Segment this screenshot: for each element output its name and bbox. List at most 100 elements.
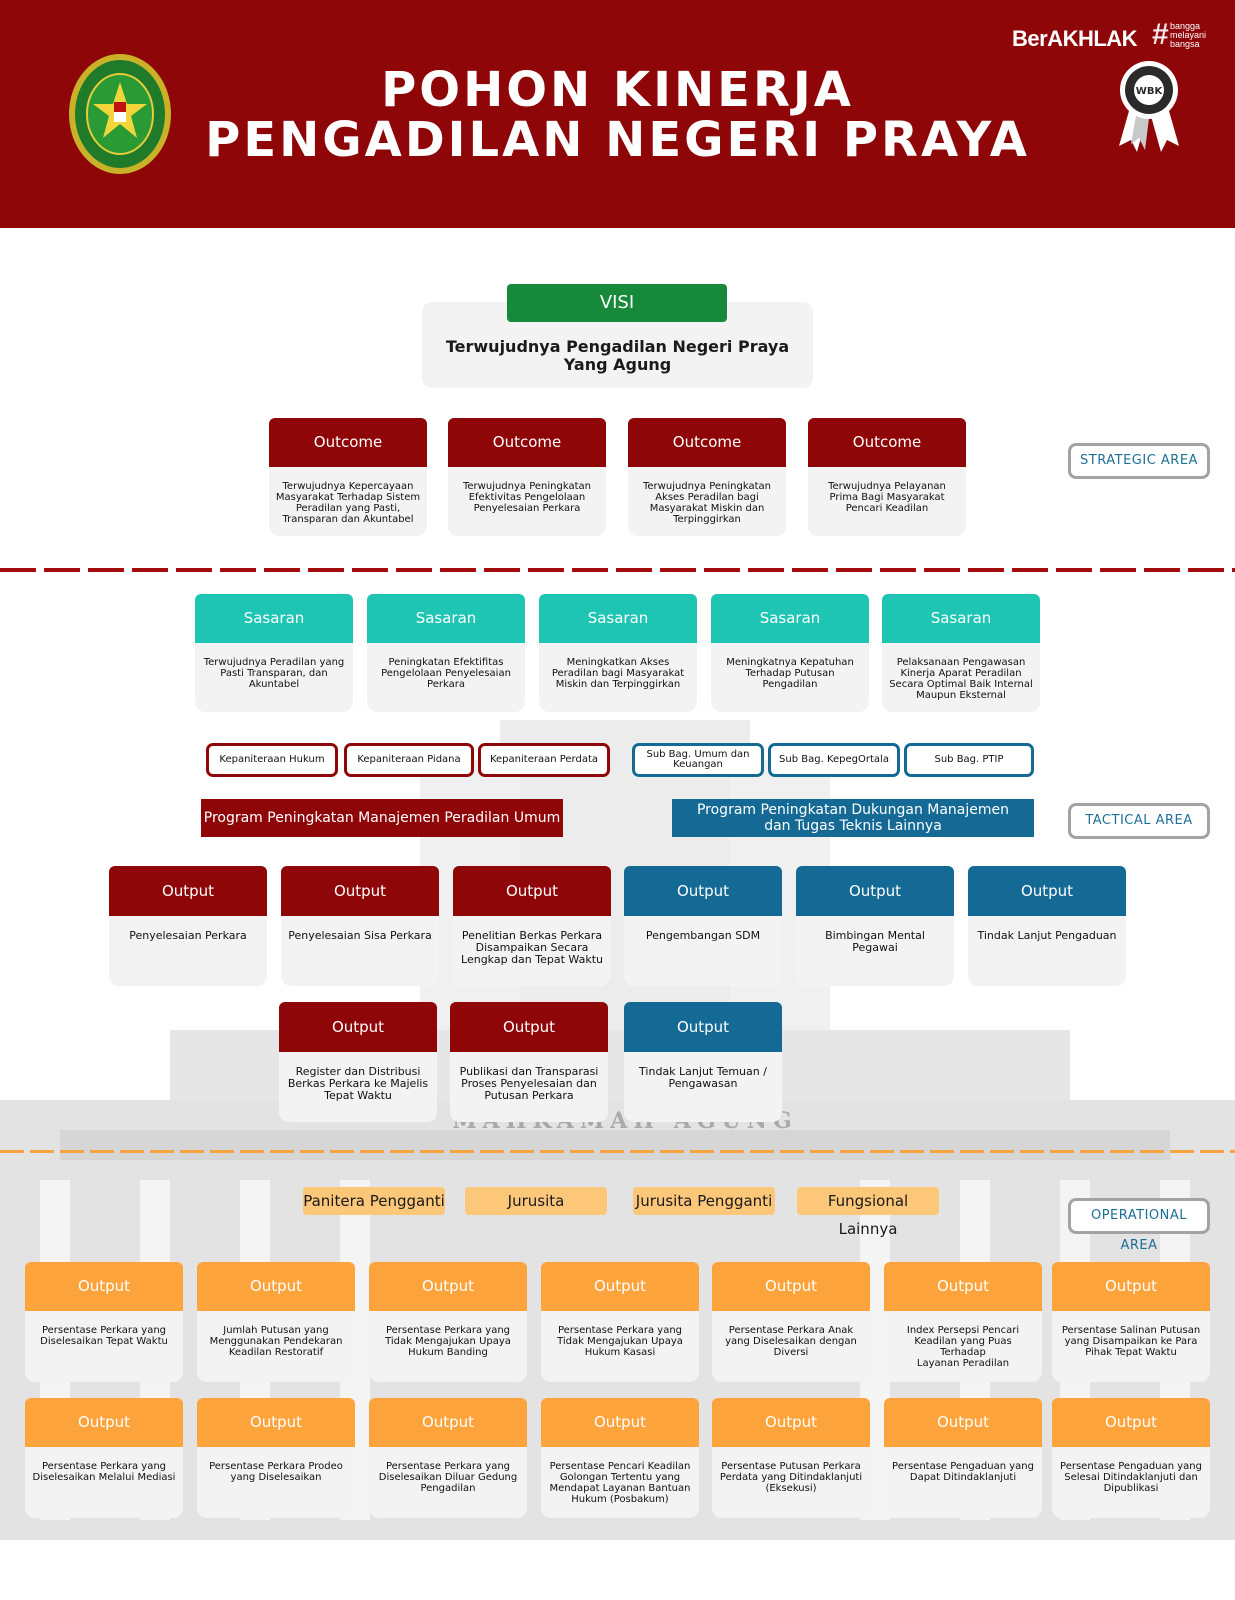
card-text-line: Keadilan Restoratif — [228, 1347, 324, 1358]
card-text-line: Kepaniteraan Perdata — [489, 754, 599, 765]
sasaran-heading: Sasaran — [195, 594, 353, 643]
tactical-area-label: TACTICAL AREA — [1068, 803, 1210, 839]
card-text-line: Persentase Perkara yang — [41, 1325, 167, 1336]
card-text-line: Berkas Perkara ke Majelis — [287, 1077, 429, 1090]
card-text-line: Diselesaikan Tepat Waktu — [40, 1336, 168, 1347]
brand-side-line: melayani — [1170, 30, 1207, 40]
tactical-output-heading: Output — [279, 1002, 437, 1052]
unit-badge-text: Kepaniteraan Perdata — [490, 755, 598, 765]
card-text-line: Menggunakan Pendekaran — [209, 1336, 343, 1347]
operational-output-heading: Output — [25, 1398, 183, 1447]
card-text-line: Meningkatnya Kepatuhan — [726, 657, 854, 668]
unit-badge-text: Kepaniteraan Pidana — [357, 755, 460, 765]
card-text-line: Golongan Tertentu yang — [559, 1472, 681, 1483]
sasaran-heading: Sasaran — [882, 594, 1040, 643]
card-text-line: Hukum Kasasi — [584, 1347, 656, 1358]
card-text-line: Sub Bag. PTIP — [934, 754, 1004, 765]
card-text-line: yang Disampaikan ke Para — [1064, 1336, 1198, 1347]
card-text-line: Pelaksanaan Pengawasan — [896, 657, 1026, 668]
card-text-line: Index Persepsi Pencari — [906, 1325, 1020, 1336]
card-text-line: Terwujudnya Peningkatan — [643, 481, 771, 492]
operational-output-heading: Output — [1052, 1398, 1210, 1447]
card-text-line: Selesai Ditindaklanjuti dan — [1064, 1472, 1198, 1483]
role-label: Jurusita Pengganti — [633, 1187, 775, 1215]
tactical-output-heading: Output — [624, 866, 782, 916]
wbk-badge-icon: WBK — [1119, 61, 1179, 152]
card-text-line: Lengkap dan Tepat Waktu — [461, 953, 603, 966]
outcome-heading: Outcome — [448, 418, 606, 467]
card-text-line: Terwujudnya Peradilan yang — [203, 657, 345, 668]
card-text-line: Peningkatan Efektifitas — [388, 657, 504, 668]
card-text-line: Pengembangan SDM — [645, 929, 761, 942]
tactical-output-description: Tindak Lanjut Pengaduan — [974, 930, 1120, 942]
page-title-line1: POHON KINERJA — [381, 62, 854, 118]
card-text-line: Pegawai — [852, 941, 898, 954]
card-text-line: Persentase Salinan Putusan — [1061, 1325, 1201, 1336]
visi-heading: VISI — [507, 284, 727, 322]
brand-side-text: bangga melayani bangsa — [1170, 22, 1206, 49]
unit-badge-text: Kepaniteraan Hukum — [219, 755, 324, 765]
tactical-operational-divider — [0, 1150, 1235, 1153]
card-text-line: (Eksekusi) — [765, 1483, 817, 1494]
card-text-line: Penyelesaian Perkara — [473, 503, 581, 514]
operational-output-heading: Output — [369, 1262, 527, 1311]
tactical-output-heading: Output — [453, 866, 611, 916]
outcome-heading: Outcome — [808, 418, 966, 467]
card-text-line: Diselesaikan Melalui Mediasi — [32, 1472, 176, 1483]
card-text-line: Bimbingan Mental — [825, 929, 925, 942]
sasaran-heading: Sasaran — [367, 594, 525, 643]
court-seal-logo — [69, 54, 171, 174]
card-text-line: Pencari Keadilan — [845, 503, 929, 514]
card-text-line: Terpinggirkan — [673, 514, 741, 525]
unit-badge: Kepaniteraan Hukum — [206, 743, 338, 777]
role-label: Panitera Pengganti — [303, 1187, 445, 1215]
card-text-line: Tidak Mengajukan Upaya — [557, 1336, 683, 1347]
card-text-line: Pengawasan — [668, 1077, 738, 1090]
tactical-output-description: Penyelesaian Sisa Perkara — [287, 930, 433, 942]
tactical-output-heading: Output — [109, 866, 267, 916]
operational-area-label: OPERATIONAL AREA — [1068, 1198, 1210, 1253]
operational-output-heading: Output — [541, 1398, 699, 1447]
card-text-line: Persentase Pengaduan yang — [892, 1461, 1034, 1472]
operational-output-heading: Output — [884, 1262, 1042, 1311]
card-text-line: Transparan dan Akuntabel — [282, 514, 414, 525]
card-text-line: Register dan Distribusi — [295, 1065, 421, 1078]
card-text-line: Penyelesaian Perkara — [129, 929, 247, 942]
card-text-line: Pasti Transparan, dan — [220, 668, 328, 679]
card-text-line: Keadilan yang Puas Terhadap — [914, 1336, 1012, 1358]
program-banner-text: Program Peningkatan Manajemen Peradilan … — [204, 810, 560, 826]
berakhlak-brand: BerAKHLAK # bangga melayani bangsa — [1012, 18, 1217, 56]
card-text-line: Terwujudnya Pelayanan — [828, 481, 946, 492]
card-text-line: Tepat Waktu — [324, 1089, 392, 1102]
card-text-line: Tidak Mengajukan Upaya — [385, 1336, 511, 1347]
card-text-line: Meningkatkan Akses — [566, 657, 670, 668]
card-text-line: Hukum (Posbakum) — [571, 1494, 669, 1505]
card-text-line: Kepaniteraan Hukum — [219, 754, 325, 765]
card-text-line: Publikasi dan Transparasi — [459, 1065, 599, 1078]
card-text-line: Hukum Banding — [408, 1347, 488, 1358]
